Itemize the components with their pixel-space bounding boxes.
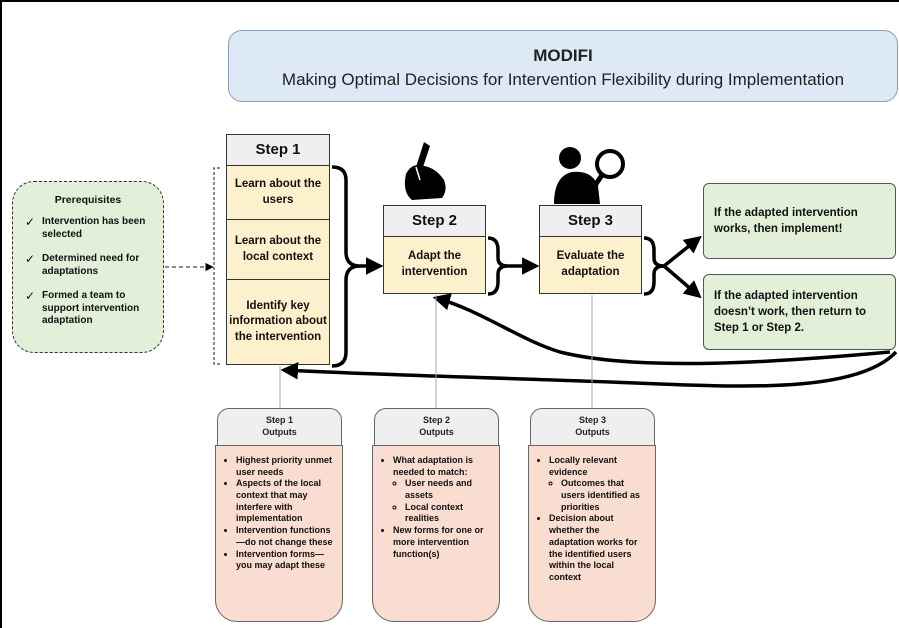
step3-outputs-header: Step 3 Outputs bbox=[530, 408, 655, 446]
step2-brace bbox=[487, 236, 509, 296]
output-item: Highest priority unmet user needs bbox=[236, 455, 334, 478]
step3-outputs-body: Locally relevant evidence Outcomes that … bbox=[528, 445, 656, 622]
output-item: Intervention forms—you may adapt these bbox=[236, 549, 334, 572]
output-item: What adaptation is needed to match: User… bbox=[393, 455, 491, 525]
check-icon: ✓ bbox=[25, 252, 36, 266]
output-subitem: User needs and assets bbox=[405, 478, 491, 501]
output-item: Aspects of the local context that may in… bbox=[236, 478, 334, 525]
output-subitem: Outcomes that users identified as priori… bbox=[561, 478, 647, 513]
outcome-not-works-box: If the adapted intervention doesn’t work… bbox=[703, 274, 896, 350]
arrow-to-works bbox=[662, 235, 702, 268]
step1-identify-info: Identify key information about the inter… bbox=[226, 279, 330, 365]
prerequisites-title: Prerequisites bbox=[54, 194, 122, 206]
step3-brace bbox=[643, 236, 665, 296]
output-item: Decision about whether the adaptation wo… bbox=[549, 513, 647, 583]
title-acronym: MODIFI bbox=[533, 46, 593, 65]
prerequisite-item: ✓Determined need for adaptations bbox=[25, 252, 140, 277]
check-icon: ✓ bbox=[25, 215, 36, 229]
magnifying-person-icon bbox=[554, 147, 625, 204]
step1-outputs-body: Highest priority unmet user needs Aspect… bbox=[215, 445, 343, 622]
return-arrow-step2 bbox=[432, 293, 891, 366]
frame-left-line bbox=[0, 0, 2, 628]
frame-top-line bbox=[0, 0, 899, 2]
check-icon: ✓ bbox=[25, 289, 36, 303]
prerequisite-item: ✓Formed a team to support intervention a… bbox=[25, 289, 140, 326]
output-item: Intervention functions—do not change the… bbox=[236, 525, 334, 548]
title-subtitle: Making Optimal Decisions for Interventio… bbox=[281, 70, 845, 89]
step2-outputs-body: What adaptation is needed to match: User… bbox=[372, 445, 500, 622]
output-subitem: Local context realities bbox=[405, 502, 491, 525]
return-arrow-step1 bbox=[280, 350, 898, 388]
hand-writing-icon bbox=[404, 142, 446, 200]
step1-learn-context: Learn about the local context bbox=[226, 219, 330, 280]
step1-learn-users: Learn about the users bbox=[226, 165, 330, 220]
prerequisites-box: Prerequisites ✓Intervention has been sel… bbox=[12, 181, 164, 353]
step1-brace bbox=[331, 165, 361, 368]
outcome-works-box: If the adapted intervention works, then … bbox=[703, 183, 896, 259]
prereq-bracket bbox=[213, 167, 220, 365]
prerequisite-item: ✓Intervention has been selected bbox=[25, 215, 146, 240]
step3-header: Step 3 bbox=[539, 205, 642, 237]
step2-adapt: Adapt the intervention bbox=[383, 236, 486, 294]
output-item: Locally relevant evidence Outcomes that … bbox=[549, 455, 647, 513]
step1-outputs-header: Step 1 Outputs bbox=[217, 408, 342, 446]
step3-evaluate: Evaluate the adaptation bbox=[539, 236, 642, 294]
title-banner: MODIFI Making Optimal Decisions for Inte… bbox=[228, 30, 898, 102]
arrow-to-not-works bbox=[662, 264, 702, 299]
output-item: New forms for one or more intervention f… bbox=[393, 525, 491, 560]
